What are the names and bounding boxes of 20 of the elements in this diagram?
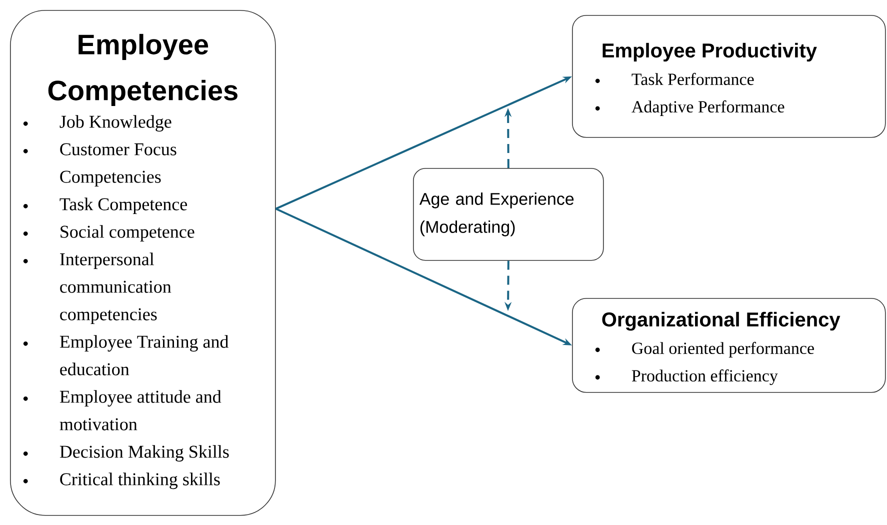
bullet-item: Task Performance (595, 72, 754, 86)
bullet-item: Social competence (23, 225, 194, 242)
bullet-item: Decision Making Skills (23, 445, 229, 462)
concept-box (572, 15, 886, 138)
bullet-item: Employee attitude and motivation (23, 390, 222, 430)
bullet-item: Task Competence (23, 198, 187, 214)
concept-box (10, 10, 276, 516)
bullet-item: Goal oriented performance (595, 342, 814, 358)
heading: Employee Productivity (602, 42, 817, 62)
moderator-box: Age and Experience (Moderating) (413, 168, 604, 261)
heading: Organizational Efficiency (602, 312, 840, 331)
bullet-item: Critical thinking skills (23, 472, 220, 490)
heading: Employee Competencies (48, 34, 238, 106)
bullet-item: Interpersonal communication competencies (23, 252, 172, 324)
bullet-item: Customer Focus Competencies (23, 143, 176, 186)
bullet-item: Job Knowledge (23, 115, 172, 132)
bullet-item: Adaptive Performance (595, 100, 784, 116)
bullet-item: Production efficiency (595, 369, 778, 386)
bullet-item: Employee Training and education (23, 335, 229, 376)
concept-box (572, 298, 886, 393)
